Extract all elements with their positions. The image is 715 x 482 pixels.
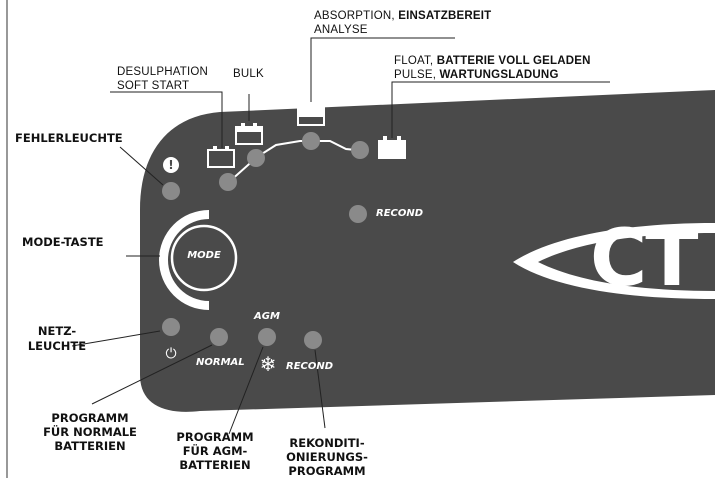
led-desulphation <box>219 173 237 191</box>
label-program-agm-1: PROGRAMM <box>176 430 254 444</box>
leader-absorption <box>310 37 455 102</box>
label-desulphation: DESULPHATION <box>117 66 209 78</box>
label-netzleuchte-1: NETZ- <box>37 324 77 338</box>
label-float-text: FLOAT, <box>394 55 437 67</box>
label-program-agm-2: FÜR AGM- <box>182 444 248 458</box>
charger-panel <box>140 90 715 412</box>
label-program-normal-3: BATTERIEN <box>54 439 126 453</box>
label-absorption-text: ABSORPTION, <box>314 10 399 22</box>
battery-icon-desulphation <box>207 146 235 168</box>
label-netzleuchte-2: LEUCHTE <box>27 339 87 353</box>
led-normal <box>210 328 228 346</box>
label-pulse-text: PULSE, <box>394 69 440 81</box>
label-program-recond-3: PROGRAMM <box>288 464 366 478</box>
battery-icon-absorption <box>297 104 325 126</box>
leader-normal <box>91 344 213 405</box>
leader-netzleuchte <box>71 330 161 347</box>
mode-arc <box>159 210 209 310</box>
label-program-recond-1: REKONDITI- <box>289 436 365 450</box>
led-recond-lower <box>304 331 322 349</box>
leader-fehlerleuchte <box>119 146 164 186</box>
led-float <box>351 141 369 159</box>
brand-logo-text: CT <box>590 214 698 304</box>
led-recond-upper <box>349 205 367 223</box>
error-warning-icon: ! <box>163 157 179 173</box>
panel-recond-upper: RECOND <box>376 208 424 219</box>
snowflake-icon: ❄ <box>259 352 277 376</box>
label-bulk: BULK <box>233 68 264 80</box>
brand-swoosh <box>513 223 715 299</box>
label-pulse-bold: WARTUNGSLADUNG <box>439 69 559 81</box>
led-error <box>162 182 180 200</box>
label-pulse: PULSE, WARTUNGSLADUNG <box>394 69 559 82</box>
panel-recond-lower: RECOND <box>286 361 334 372</box>
mode-button[interactable] <box>170 224 238 292</box>
led-power <box>162 318 180 336</box>
leader-float <box>391 81 610 138</box>
label-soft-start: SOFT START <box>117 80 190 92</box>
label-analyse: ANALYSE <box>314 24 368 36</box>
label-float-bold: BATTERIE VOLL GELADEN <box>436 55 591 67</box>
led-bulk <box>247 149 265 167</box>
battery-icon-float <box>378 136 406 159</box>
panel-agm: AGM <box>254 311 280 322</box>
label-absorption-bold: EINSATZBEREIT <box>398 10 492 22</box>
leader-recond <box>314 349 326 429</box>
label-absorption: ABSORPTION, EINSATZBEREIT <box>314 10 491 23</box>
label-program-normal-1: PROGRAMM <box>51 411 129 425</box>
led-agm <box>258 328 276 346</box>
label-program-agm-3: BATTERIEN <box>179 458 251 472</box>
mode-button-label[interactable]: MODE <box>187 250 221 261</box>
label-float: FLOAT, BATTERIE VOLL GELADEN <box>394 55 591 68</box>
mode-button-group <box>159 210 238 310</box>
label-program-normal-2: FÜR NORMALE <box>43 425 137 439</box>
panel-normal: NORMAL <box>196 357 245 368</box>
label-mode-taste: MODE-TASTE <box>22 235 104 249</box>
label-program-recond-2: ONIERUNGS- <box>286 450 368 464</box>
battery-icon-bulk <box>235 123 263 145</box>
led-absorption <box>302 132 320 150</box>
label-fehlerleuchte: FEHLERLEUCHTE <box>15 131 123 145</box>
leader-desulphation <box>110 91 223 148</box>
leader-agm <box>228 346 264 435</box>
power-icon: ⏻ <box>165 346 177 362</box>
